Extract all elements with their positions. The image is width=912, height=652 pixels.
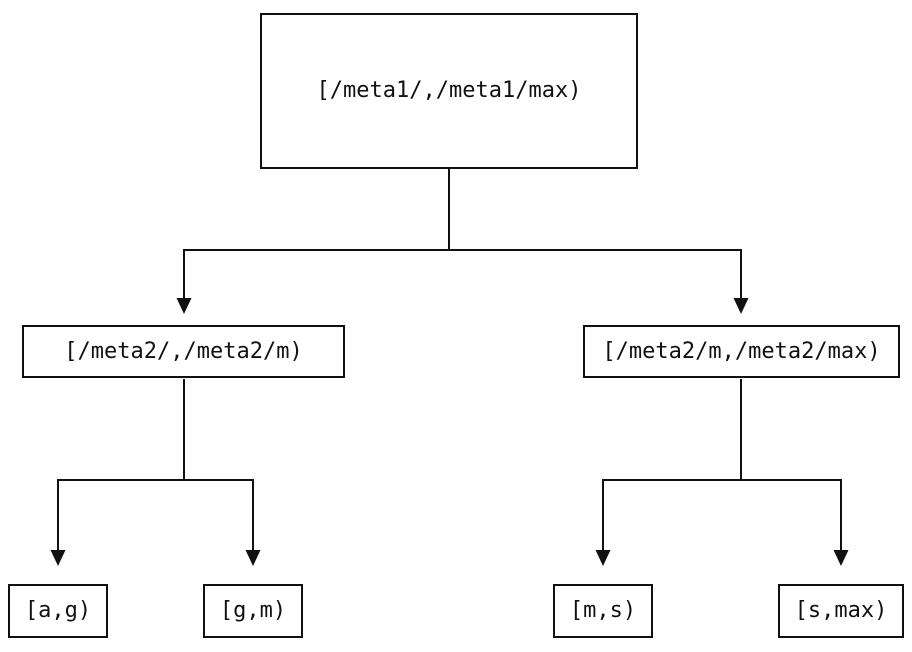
- edge-left-splitter: [57, 479, 254, 551]
- tree-node-leaf-smax: [s,max): [778, 584, 904, 638]
- tree-node-leaf-ms: [m,s): [553, 584, 653, 638]
- tree-node-root: [/meta1/,/meta1/max): [260, 13, 638, 169]
- edge-root-splitter: [183, 249, 742, 299]
- tree-node-left-child: [/meta2/,/meta2/m): [22, 325, 345, 378]
- tree-node-leaf-ag: [a,g): [8, 584, 108, 638]
- arrowhead-down-icon: [733, 298, 749, 314]
- node-label: [m,s): [569, 598, 637, 623]
- arrowhead-down-icon: [50, 550, 66, 566]
- node-label: [a,g): [24, 598, 92, 623]
- tree-node-leaf-gm: [g,m): [203, 584, 303, 638]
- arrowhead-down-icon: [833, 550, 849, 566]
- node-label: [s,max): [794, 598, 888, 623]
- arrowhead-down-icon: [176, 298, 192, 314]
- node-label: [/meta1/,/meta1/max): [316, 78, 582, 103]
- node-label: [g,m): [219, 598, 287, 623]
- node-label: [/meta2/,/meta2/m): [64, 338, 303, 364]
- node-label: [/meta2/m,/meta2/max): [602, 338, 881, 364]
- edge-right-splitter: [602, 479, 842, 551]
- tree-node-right-child: [/meta2/m,/meta2/max): [583, 325, 900, 378]
- arrowhead-down-icon: [245, 550, 261, 566]
- arrowhead-down-icon: [595, 550, 611, 566]
